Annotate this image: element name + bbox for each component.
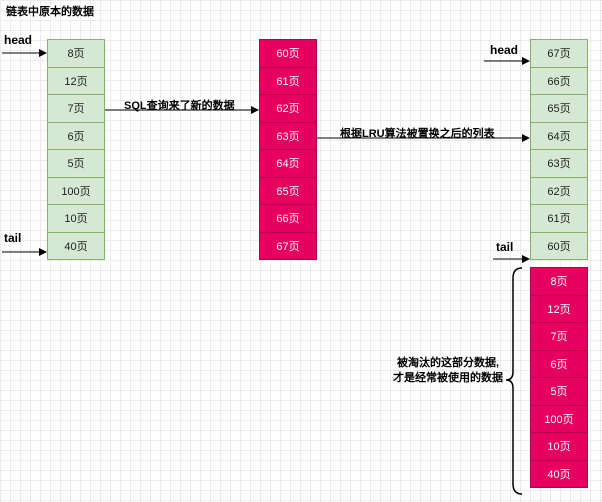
evicted-cell: 5页: [530, 377, 588, 406]
evicted-cell: 8页: [530, 267, 588, 296]
new-data-cell: 63页: [259, 121, 317, 150]
new-data-cell: 64页: [259, 149, 317, 178]
original-list-cell: 40页: [47, 231, 105, 260]
tail-label-original: tail: [4, 231, 22, 245]
original-list-cell: 7页: [47, 94, 105, 123]
new-data-cell: 65页: [259, 176, 317, 205]
lru-list-cell: 62页: [530, 176, 588, 205]
lru-list-cell: 60页: [530, 231, 588, 260]
evicted-note-line1: 被淘汰的这部分数据,: [396, 357, 500, 369]
new-data-cell: 67页: [259, 231, 317, 260]
diagram-title: 链表中原本的数据: [6, 6, 94, 18]
evicted-note: 被淘汰的这部分数据, 才是经常被使用的数据: [378, 356, 518, 386]
evicted-cell: 40页: [530, 459, 588, 488]
evicted-cell: 7页: [530, 322, 588, 351]
new-data-cell: 61页: [259, 66, 317, 95]
new-data-cell: 62页: [259, 94, 317, 123]
query-arrow-label: SQL查询来了新的数据: [124, 100, 235, 112]
original-list-cell: 8页: [47, 39, 105, 68]
original-list-cell: 12页: [47, 66, 105, 95]
head-label-lru: head: [490, 43, 519, 57]
original-list-cell: 6页: [47, 121, 105, 150]
evicted-note-line2: 才是经常被使用的数据: [393, 372, 503, 384]
original-list-cell: 5页: [47, 149, 105, 178]
lru-list-cell: 61页: [530, 204, 588, 233]
lru-list-cell: 66页: [530, 66, 588, 95]
new-data-cell: 60页: [259, 39, 317, 68]
lru-list-cell: 63页: [530, 149, 588, 178]
tail-label-lru: tail: [496, 240, 514, 254]
lru-arrow-label: 根据LRU算法被置换之后的列表: [340, 128, 495, 140]
new-data-cell: 66页: [259, 204, 317, 233]
head-label-original: head: [4, 33, 33, 47]
evicted-brace: [505, 267, 523, 495]
evicted-cell: 100页: [530, 404, 588, 433]
lru-list-cell: 67页: [530, 39, 588, 68]
